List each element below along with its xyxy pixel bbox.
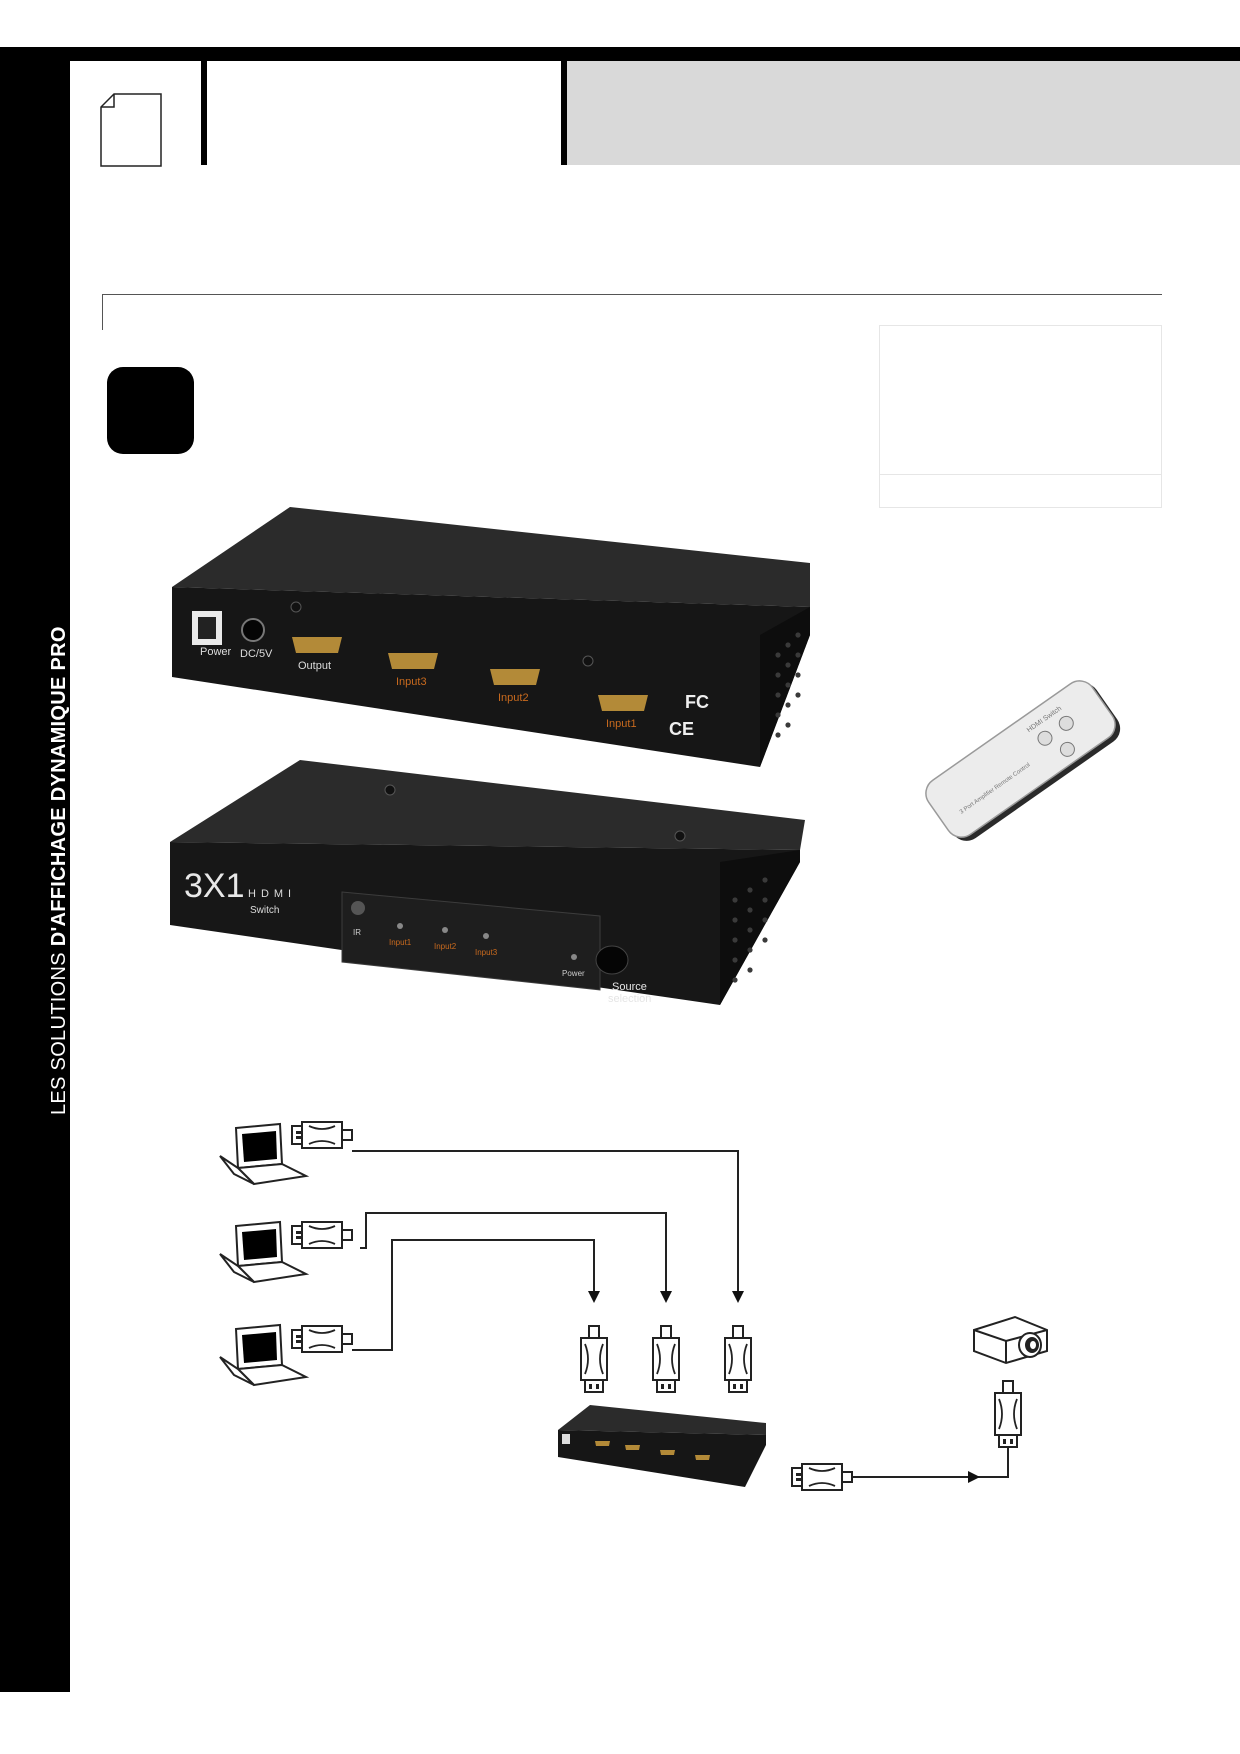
side-band-title: LES SOLUTIONS D'AFFICHAGE DYNAMIQUE PRO	[0, 0, 70, 1120]
device-top	[172, 507, 810, 607]
device-side	[720, 850, 800, 1005]
ce-mark: CE	[669, 719, 694, 739]
led-input3	[483, 933, 489, 939]
spec-box-divider	[879, 474, 1162, 475]
led-input2	[442, 927, 448, 933]
led-panel	[341, 891, 601, 991]
side-band-label-regular: LES SOLUTIONS	[48, 946, 70, 1115]
model-label: 3X1	[184, 867, 245, 905]
fc-mark: FC	[685, 692, 709, 712]
remote-body: HDMI Switch 3 Port Amplifier Remote Cont…	[925, 680, 1121, 841]
side-band	[0, 47, 70, 1692]
dc-jack	[241, 618, 265, 642]
hdmi-plug-icon	[291, 1325, 353, 1353]
spec-box	[879, 325, 1162, 508]
document-icon	[100, 93, 162, 167]
power-label: Power	[200, 646, 232, 658]
source-selection-button	[595, 945, 629, 975]
header-banner	[567, 61, 1240, 165]
cable-lines	[352, 1150, 739, 1351]
hdmi-plug-icon	[724, 1325, 752, 1393]
remote-control-photo: HDMI Switch 3 Port Amplifier Remote Cont…	[925, 680, 1121, 841]
hdmi-switch-rear-photo: Power DC/5V Output Input3 Input2 Input1 …	[172, 507, 810, 767]
screw	[674, 830, 686, 842]
led-power	[571, 954, 577, 960]
connection-diagram	[219, 1121, 1048, 1491]
led-power-label: Power	[562, 969, 585, 978]
source-label-line2: selection	[608, 993, 651, 1005]
remote-button	[1059, 741, 1075, 757]
arrow-icon	[968, 1471, 980, 1483]
screw	[582, 655, 594, 667]
remote-button	[1037, 730, 1053, 746]
led-input1	[397, 923, 403, 929]
power-switch-rocker	[198, 617, 216, 639]
hdmi-plug-icon	[652, 1325, 680, 1393]
source-label-line1: Source	[612, 981, 647, 993]
input2-label: Input2	[498, 692, 529, 704]
projector-icon	[973, 1315, 1048, 1365]
hdmi-port-input1	[598, 695, 648, 711]
hdmi-plug-icon	[580, 1325, 608, 1393]
section-badge	[107, 367, 194, 454]
led-input2-label: Input2	[434, 942, 457, 951]
hdmi-switch-front-photo: 3X1 HDMI Switch IR Input1 Input2 Input3 …	[170, 760, 805, 1005]
hdmi-port-input3	[388, 653, 438, 669]
vent-holes	[732, 877, 768, 983]
led-input3-label: Input3	[475, 948, 498, 957]
led-input1-label: Input1	[389, 938, 412, 947]
header-divider	[561, 61, 567, 165]
input3-label: Input3	[396, 676, 427, 688]
dc-label: DC/5V	[240, 648, 273, 660]
hdmi-plug-icon	[791, 1463, 853, 1491]
device-side	[760, 607, 810, 767]
hdmi-plug-icon	[291, 1221, 353, 1249]
section-rule	[102, 294, 1162, 295]
hdmi-plug-icon	[994, 1380, 1022, 1448]
remote-button	[1058, 715, 1074, 731]
arrow-icons	[588, 1291, 744, 1303]
device-front-face	[172, 587, 810, 767]
section-rule-tick	[102, 294, 103, 330]
ir-label: IR	[353, 928, 361, 937]
hdmi-port-input2	[490, 669, 540, 685]
hdmi-label: HDMI	[248, 888, 296, 900]
vent-holes	[775, 632, 801, 738]
ir-sensor	[351, 901, 365, 915]
hdmi-port-output	[292, 637, 342, 653]
screw	[290, 601, 302, 613]
switch-label: Switch	[250, 905, 279, 916]
side-band-label-bold: D'AFFICHAGE DYNAMIQUE PRO	[48, 626, 70, 947]
small-switch-photo	[558, 1405, 766, 1487]
device-top	[170, 760, 805, 850]
top-header-bar	[0, 47, 1240, 61]
output-label: Output	[298, 660, 331, 672]
output-cable-line	[852, 1447, 1009, 1478]
screw	[384, 784, 396, 796]
side-band-label: LES SOLUTIONS D'AFFICHAGE DYNAMIQUE PRO	[48, 626, 71, 1115]
input1-label: Input1	[606, 718, 637, 730]
header-divider	[201, 61, 207, 165]
hdmi-plug-icon	[291, 1121, 353, 1149]
